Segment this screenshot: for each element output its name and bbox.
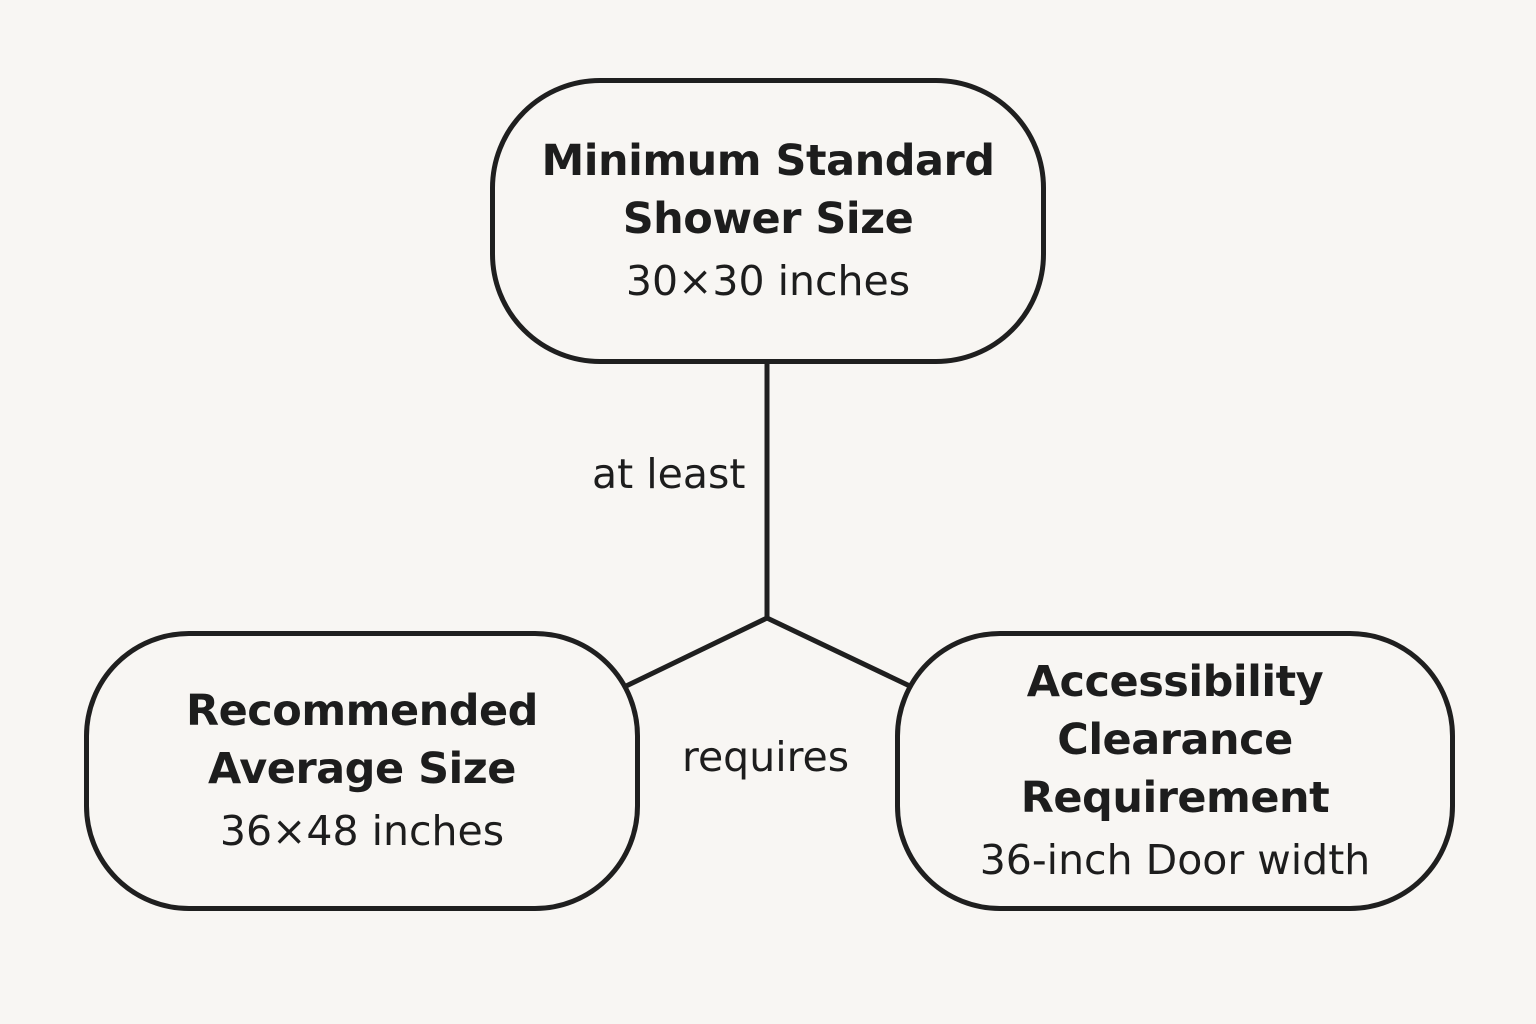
recommended-average-value: 36×48 inches	[219, 807, 505, 855]
accessibility-clearance-node: Accessibility Clearance Requirement 36-i…	[895, 631, 1455, 911]
branch-line-left	[620, 615, 769, 691]
recommended-average-title-line1: Recommended	[186, 686, 538, 736]
accessibility-clearance-title-line2: Clearance Requirement	[1020, 715, 1330, 823]
recommended-average-node: Recommended Average Size 36×48 inches	[84, 631, 640, 911]
minimum-standard-value: 30×30 inches	[625, 257, 911, 305]
minimum-standard-title-line2: Shower Size	[622, 194, 914, 244]
branch-line-right	[765, 615, 916, 691]
edge-label-at-least: at least	[592, 450, 746, 498]
accessibility-clearance-title-line1: Accessibility	[1026, 657, 1324, 707]
accessibility-clearance-value: 36-inch Door width	[979, 836, 1371, 884]
minimum-standard-node: Minimum Standard Shower Size 30×30 inche…	[490, 78, 1046, 364]
edge-label-requires: requires	[682, 733, 850, 781]
minimum-standard-title-line1: Minimum Standard	[541, 136, 995, 186]
recommended-average-title-line2: Average Size	[208, 744, 516, 794]
